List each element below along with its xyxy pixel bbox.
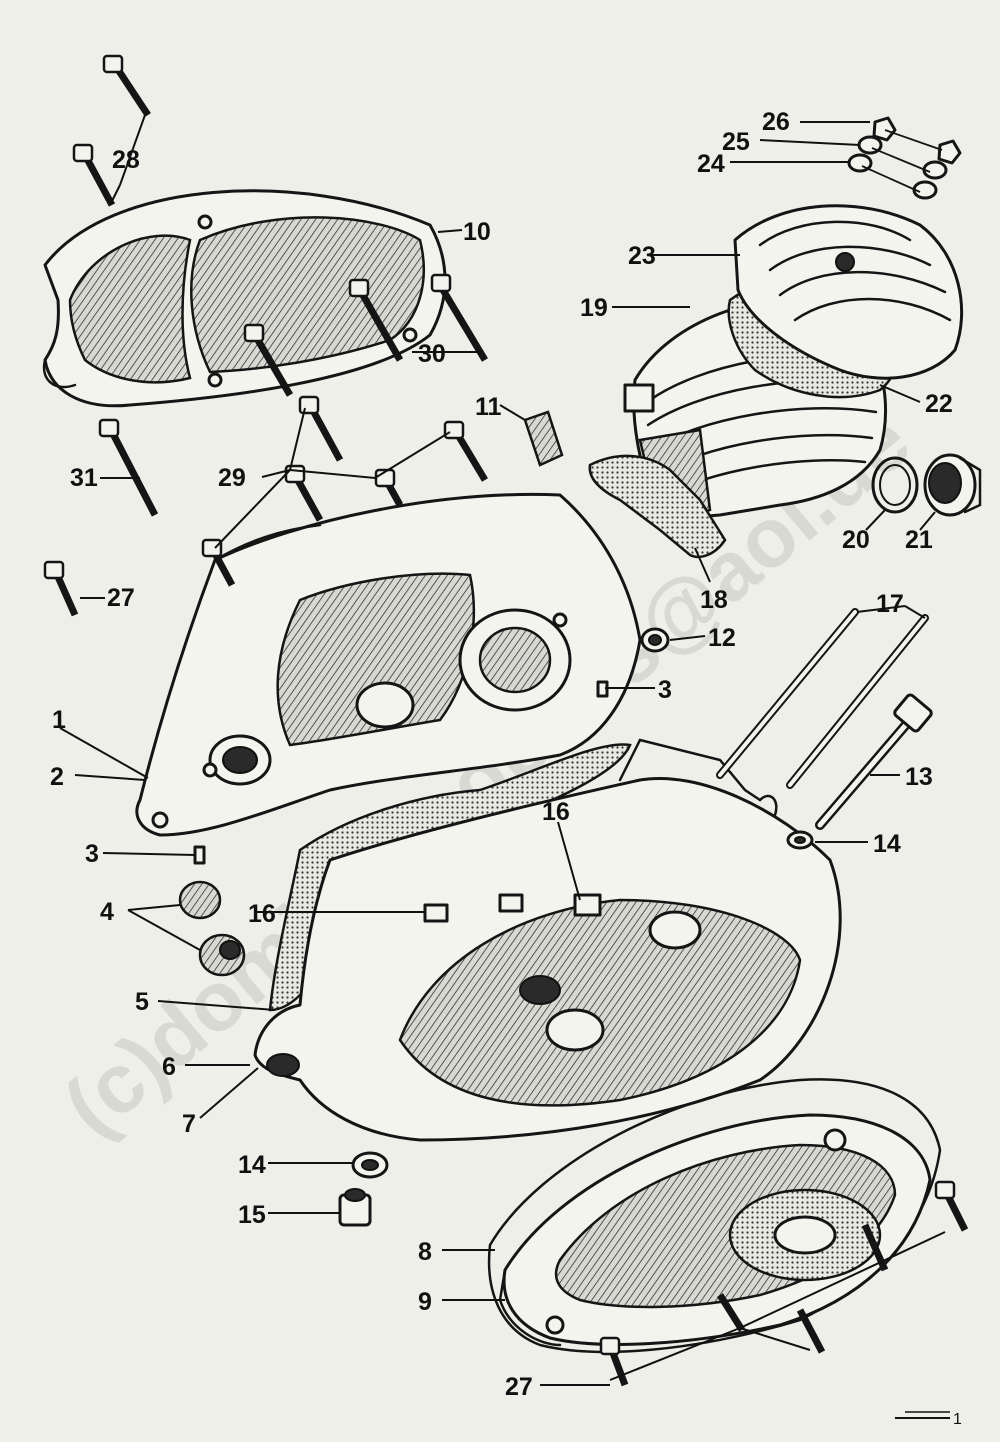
page-marker-label: 1 <box>953 1411 962 1428</box>
part-clutch-cover <box>487 1078 942 1354</box>
callout-27-upper: 27 <box>107 584 135 612</box>
callout-20: 20 <box>842 526 870 554</box>
callout-31: 31 <box>70 464 98 492</box>
part-bushing-4 <box>178 880 246 977</box>
callout-24: 24 <box>697 150 725 178</box>
callout-6: 6 <box>162 1053 176 1081</box>
callout-30: 30 <box>418 340 446 368</box>
callout-19: 19 <box>580 294 608 322</box>
callout-labels: 1 2 3 3 4 5 6 7 8 9 10 11 12 13 14 14 15… <box>50 108 953 1401</box>
callout-8: 8 <box>418 1238 432 1266</box>
callout-13: 13 <box>905 763 933 791</box>
callout-18: 18 <box>700 586 728 614</box>
callout-14-upper: 14 <box>873 830 901 858</box>
callout-4: 4 <box>100 898 114 926</box>
part-right-crankcase <box>253 738 842 1142</box>
part-washer-14-lower <box>351 1151 389 1179</box>
callout-2: 2 <box>50 763 64 791</box>
callout-7: 7 <box>182 1110 196 1138</box>
callout-23: 23 <box>628 242 656 270</box>
part-screws <box>43 54 969 1387</box>
part-clip-11 <box>523 410 564 467</box>
callout-5: 5 <box>135 988 149 1016</box>
part-sealing-ring <box>871 456 919 514</box>
part-plug-21 <box>923 453 982 517</box>
callout-22: 22 <box>925 390 953 418</box>
leader-lines <box>59 114 946 1386</box>
part-long-bolt <box>815 693 933 830</box>
callout-16-right: 16 <box>542 798 570 826</box>
callout-21: 21 <box>905 526 933 554</box>
callout-9: 9 <box>418 1288 432 1316</box>
callout-3-lower: 3 <box>85 840 99 868</box>
callout-14-lower: 14 <box>238 1151 266 1179</box>
part-base-gasket <box>588 454 727 559</box>
part-studs <box>716 608 929 789</box>
part-cylinder-head <box>733 204 964 380</box>
part-plug-15 <box>338 1188 372 1227</box>
part-cap-12 <box>640 627 670 653</box>
part-nuts-washers <box>847 116 962 200</box>
part-washer-14-upper <box>786 830 814 850</box>
part-magneto-cover <box>42 189 447 408</box>
callout-25: 25 <box>722 128 750 156</box>
callout-11: 11 <box>475 393 502 421</box>
part-left-crankcase <box>135 492 642 837</box>
page-marker: 1 <box>895 1411 962 1428</box>
callout-27-lower: 27 <box>505 1373 533 1401</box>
callout-15: 15 <box>238 1201 266 1229</box>
callout-16-left: 16 <box>248 900 276 928</box>
callout-26: 26 <box>762 108 790 136</box>
callout-10: 10 <box>463 218 491 246</box>
callout-17: 17 <box>876 590 904 618</box>
callout-29: 29 <box>218 464 246 492</box>
callout-28: 28 <box>112 146 140 174</box>
callout-12: 12 <box>708 624 736 652</box>
callout-3-upper: 3 <box>658 676 672 704</box>
callout-1: 1 <box>52 706 66 734</box>
